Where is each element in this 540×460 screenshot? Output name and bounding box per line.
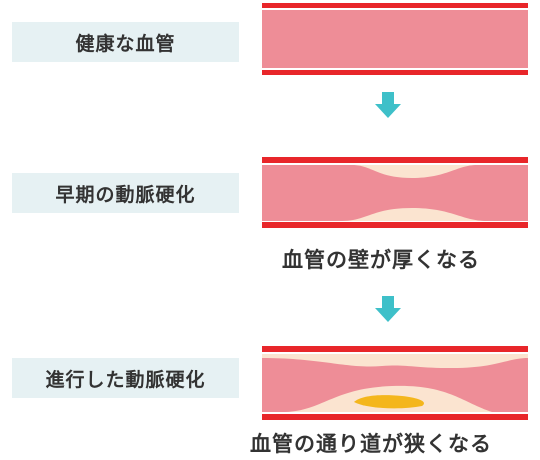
- plaque-top: [262, 354, 528, 368]
- plaque-core: [354, 395, 424, 409]
- down-arrow-icon: [375, 92, 401, 118]
- vessel-early: [262, 157, 528, 228]
- stage-label-healthy: 健康な血管: [12, 22, 239, 62]
- vessel-healthy: [262, 2, 528, 82]
- down-arrow-icon: [375, 296, 401, 322]
- stage-label-advanced: 進行した動脈硬化: [12, 358, 239, 398]
- caption-lumen-narrows: 血管の通り道が狭くなる: [250, 432, 492, 456]
- vessel-advanced: [262, 346, 528, 420]
- plaque-bottom: [342, 208, 487, 221]
- plaque-top: [352, 165, 477, 178]
- caption-wall-thickens: 血管の壁が厚くなる: [282, 248, 480, 272]
- stage-label-early: 早期の動脈硬化: [12, 173, 239, 213]
